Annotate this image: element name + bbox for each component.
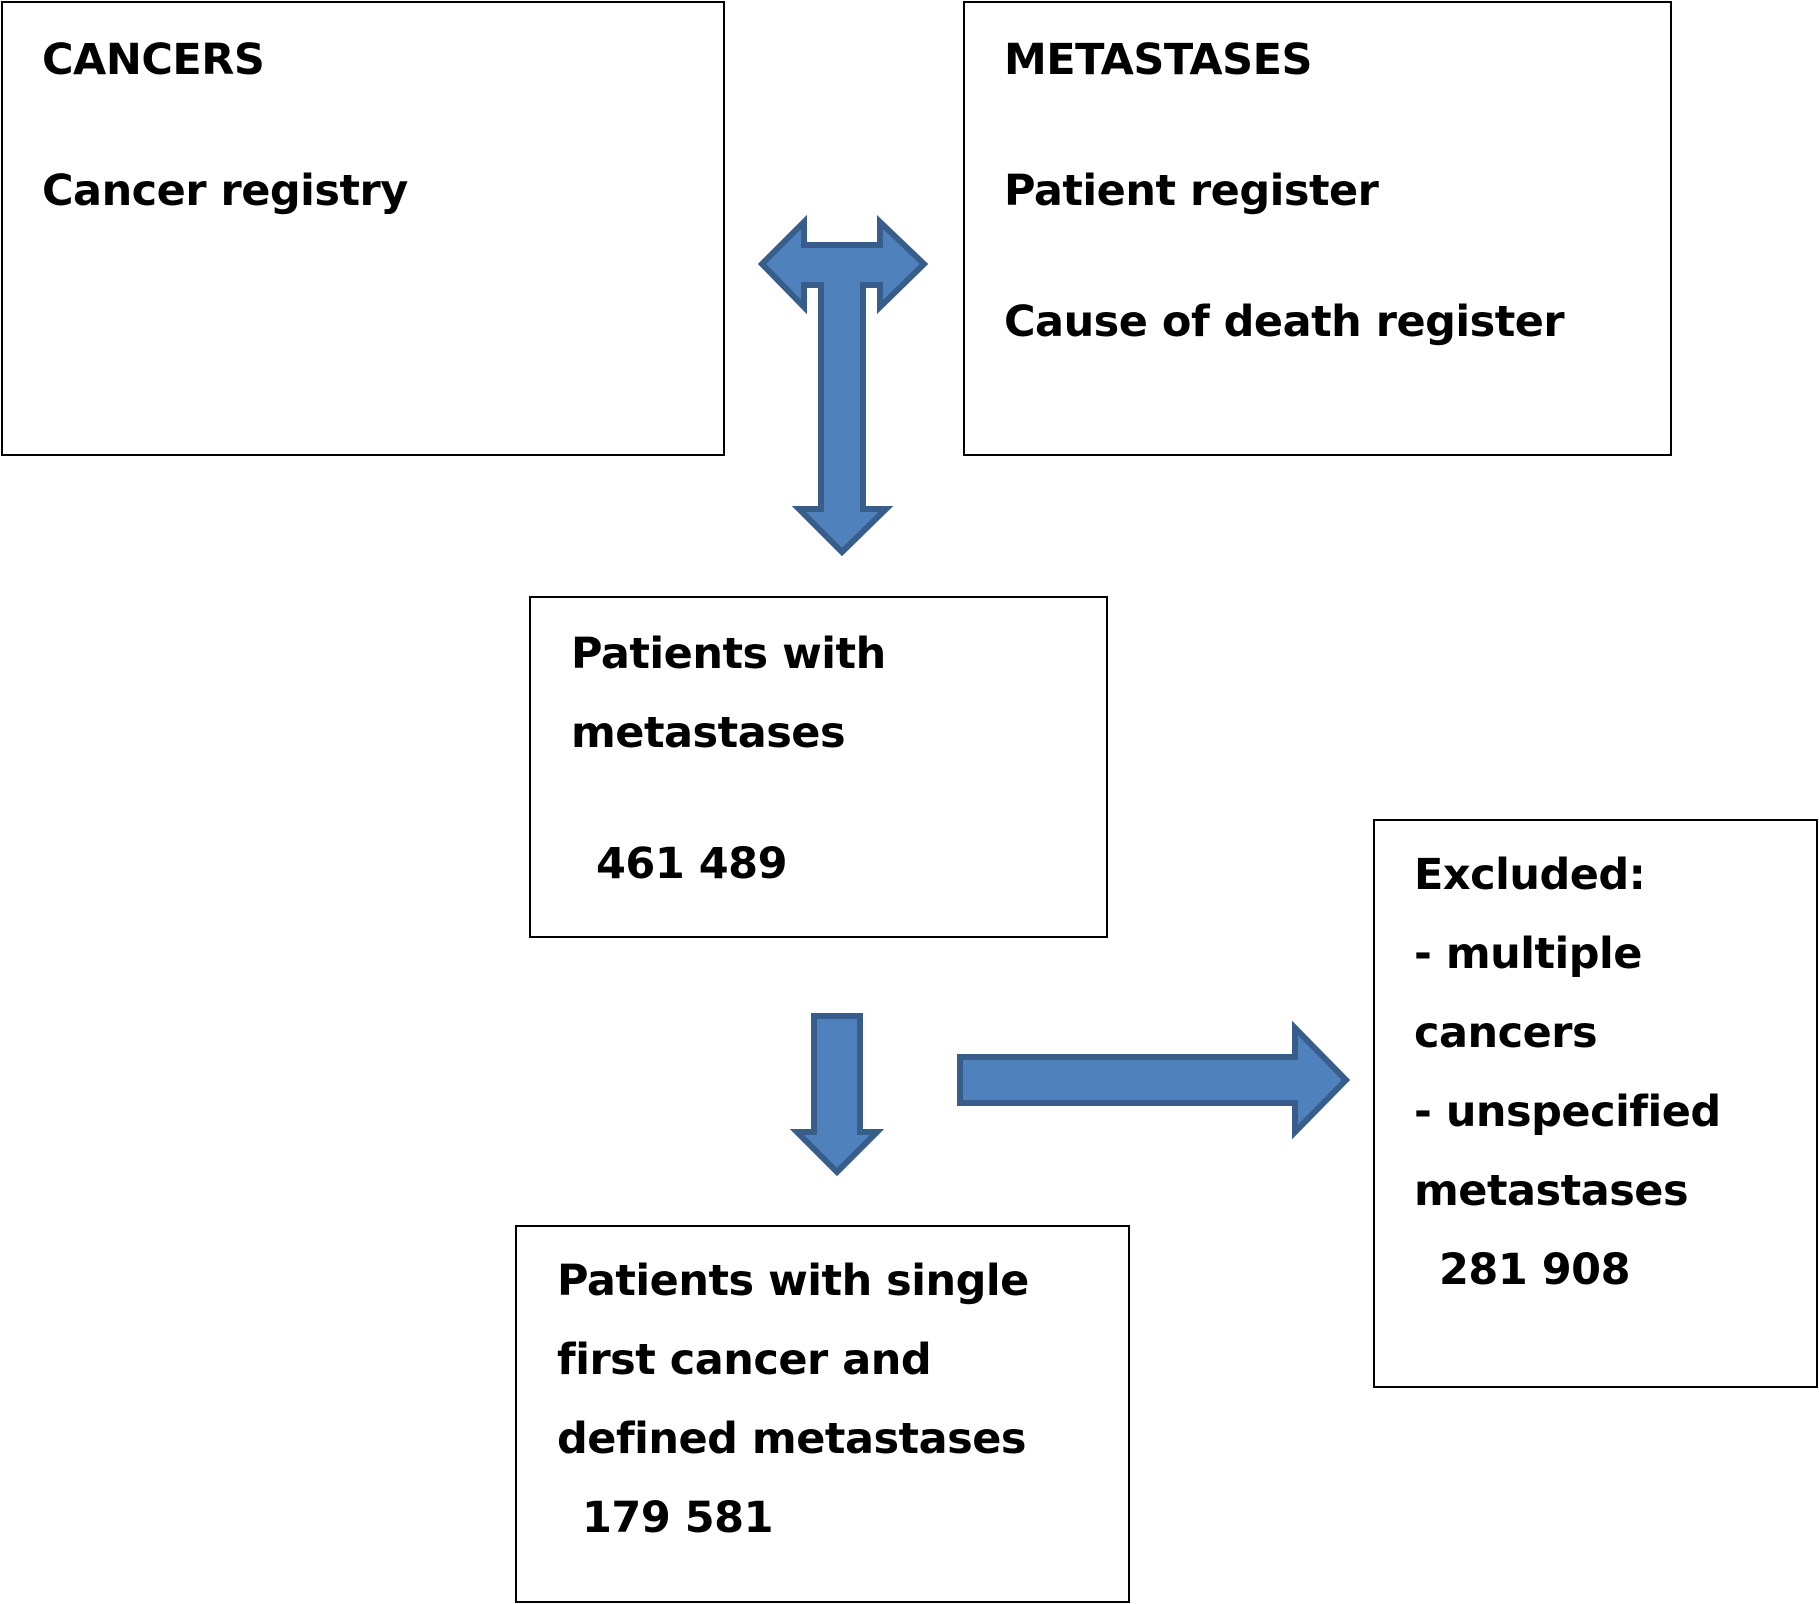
metastases-title: METASTASES	[1004, 35, 1313, 85]
excluded-line-2: cancers	[1414, 1008, 1598, 1058]
excluded-count: 281 908	[1439, 1245, 1631, 1295]
final-cohort-box: Patients with single first cancer and de…	[515, 1225, 1130, 1603]
cancer-registry-label: Cancer registry	[42, 166, 408, 216]
patient-register-label: Patient register	[1004, 166, 1379, 216]
patients-with-metastases-line-1: Patients with	[571, 629, 886, 679]
metastases-box: METASTASES Patient register Cause of dea…	[963, 1, 1672, 456]
cancers-box: CANCERS Cancer registry	[1, 1, 725, 456]
right-arrow	[957, 1020, 1351, 1140]
excluded-line-1: - multiple	[1414, 929, 1642, 979]
final-cohort-line-1: Patients with single	[557, 1256, 1029, 1306]
down-arrow	[789, 1013, 885, 1177]
excluded-heading: Excluded:	[1414, 850, 1646, 900]
cause-of-death-register-label: Cause of death register	[1004, 297, 1565, 347]
excluded-line-3: - unspecified	[1414, 1087, 1721, 1137]
patients-with-metastases-count: 461 489	[596, 839, 788, 889]
final-cohort-line-2: first cancer and	[557, 1335, 932, 1385]
final-cohort-count: 179 581	[582, 1493, 774, 1543]
cancers-title: CANCERS	[42, 35, 265, 85]
patients-with-metastases-box: Patients with metastases 461 489	[529, 596, 1108, 938]
patients-with-metastases-line-2: metastases	[571, 708, 846, 758]
merge-arrow	[757, 214, 929, 557]
excluded-box: Excluded: - multiple cancers - unspecifi…	[1373, 819, 1818, 1388]
final-cohort-line-3: defined metastases	[557, 1414, 1026, 1464]
excluded-line-4: metastases	[1414, 1166, 1689, 1216]
